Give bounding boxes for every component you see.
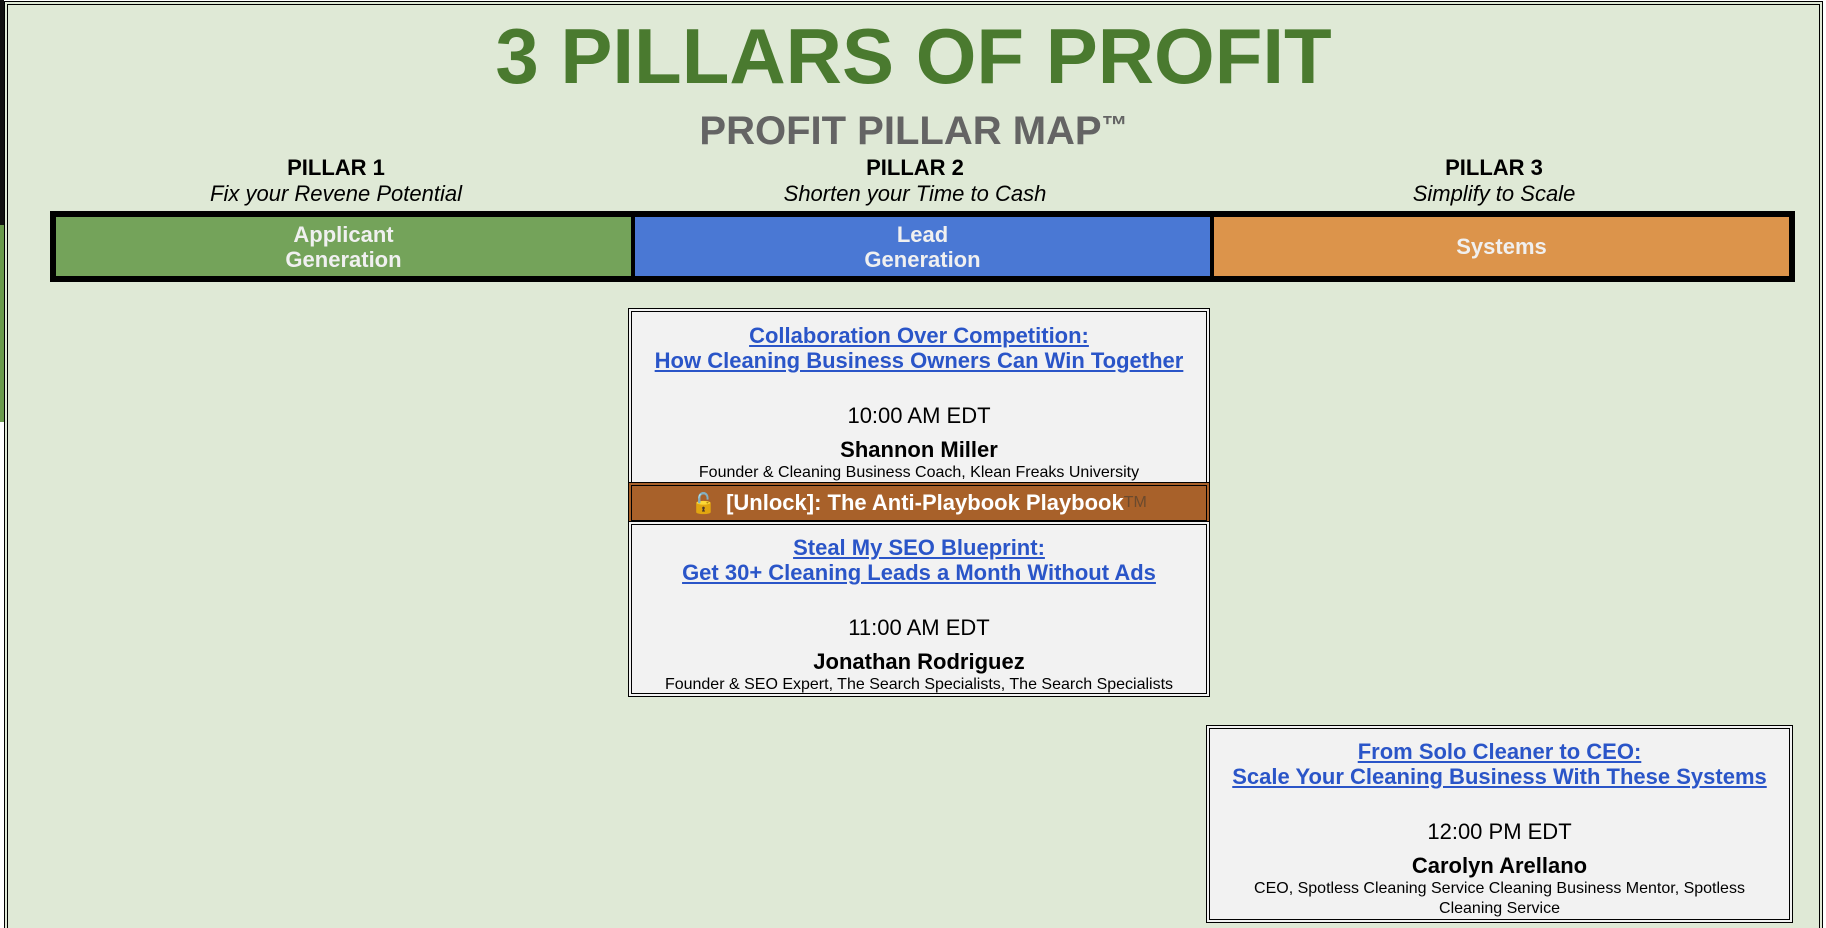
category-lead-generation: Lead Generation: [633, 215, 1212, 278]
speaker-name: Jonathan Rodriguez: [813, 649, 1025, 674]
pillar-2-label: PILLAR 2: [866, 155, 964, 180]
session-time: 11:00 AM EDT: [848, 615, 990, 640]
page-subtitle: PROFIT PILLAR MAP™: [8, 101, 1819, 155]
pillar-2-tagline: Shorten your Time to Cash: [783, 181, 1047, 206]
speaker-name: Shannon Miller: [840, 437, 998, 462]
pillar-3-header: PILLAR 3 Simplify to Scale: [1204, 155, 1784, 207]
unlock-trademark: TM: [1123, 494, 1147, 511]
pillar-1-label: PILLAR 1: [287, 155, 385, 180]
session-title-link[interactable]: From Solo Cleaner to CEO: Scale Your Cle…: [1232, 739, 1767, 789]
session-card-collaboration: Collaboration Over Competition: How Clea…: [628, 308, 1210, 486]
pillar-3-tagline: Simplify to Scale: [1412, 181, 1576, 206]
session-time: 12:00 PM EDT: [1427, 819, 1572, 844]
session-card-seo-blueprint: Steal My SEO Blueprint: Get 30+ Cleaning…: [628, 521, 1210, 697]
pillar-1-header: PILLAR 1 Fix your Revene Potential: [46, 155, 626, 207]
page-title: 3 PILLARS OF PROFIT: [495, 12, 1332, 100]
left-edge-dark-strip: [0, 0, 4, 225]
session-title-link[interactable]: Steal My SEO Blueprint: Get 30+ Cleaning…: [682, 535, 1156, 585]
speaker-role: Founder & SEO Expert, The Search Special…: [664, 676, 1174, 693]
category-applicant-generation: Applicant Generation: [54, 215, 633, 278]
open-lock-icon: 🔓: [691, 492, 717, 515]
unlock-label: [Unlock]: The Anti-Playbook Playbook: [726, 490, 1124, 515]
pillar-1-tagline: Fix your Revene Potential: [210, 181, 462, 206]
unlock-banner[interactable]: 🔓 [Unlock]: The Anti-Playbook Playbook T…: [628, 482, 1210, 524]
session-title-link[interactable]: Collaboration Over Competition: How Clea…: [654, 323, 1184, 373]
session-time: 10:00 AM EDT: [847, 403, 991, 428]
pillar-3-label: PILLAR 3: [1445, 155, 1543, 180]
trademark-symbol: ™: [1101, 110, 1128, 140]
category-systems: Systems: [1212, 215, 1791, 278]
speaker-role: CEO, Spotless Cleaning Service Cleaning …: [1254, 880, 1745, 917]
pillar-category-bar: Applicant Generation Lead Generation Sys…: [50, 211, 1795, 282]
pillar-map-page: 3 PILLARS OF PROFIT PROFIT PILLAR MAP™ P…: [4, 1, 1823, 928]
left-edge-green-strip: [0, 225, 4, 422]
speaker-role: Founder & Cleaning Business Coach, Klean…: [698, 464, 1140, 481]
subtitle-text: PROFIT PILLAR MAP: [699, 109, 1102, 153]
session-card-solo-to-ceo: From Solo Cleaner to CEO: Scale Your Cle…: [1206, 725, 1793, 923]
speaker-name: Carolyn Arellano: [1411, 853, 1588, 878]
pillar-2-header: PILLAR 2 Shorten your Time to Cash: [625, 155, 1205, 207]
